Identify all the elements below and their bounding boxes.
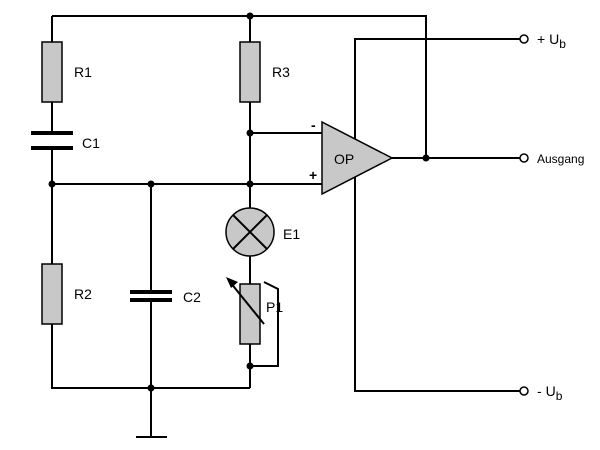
op-amp [321,120,394,196]
capacitor-c2 [130,290,172,302]
junction-dot [246,12,254,20]
label-c2: C2 [183,289,201,305]
junction-dot [246,362,254,370]
terminal-output [519,153,529,163]
resistor-r2 [41,263,63,325]
resistor-r3 [239,41,261,103]
label-e1: E1 [283,226,300,242]
junction-dot [48,180,56,188]
label-op: OP [334,151,354,167]
junction-dot [147,180,155,188]
label-supply-plus: + Ub [537,31,566,51]
label-output: Ausgang [537,152,584,166]
junction-dot [246,180,254,188]
label-c1: C1 [82,135,100,151]
opamp-inverting-sign: - [311,117,316,133]
junction-dot [147,384,155,392]
label-p1: P1 [266,299,283,315]
label-r1: R1 [74,64,92,80]
junctions [48,12,430,392]
label-r2: R2 [74,286,92,302]
opamp-noninverting-sign: + [309,167,317,183]
label-supply-minus: - Ub [537,383,563,403]
capacitor-c1 [31,131,73,150]
resistor-r1 [41,41,63,103]
potentiometer-arrow [226,277,265,325]
terminal-supply-minus [519,386,529,396]
terminal-supply-plus [519,34,529,44]
junction-dot [422,154,430,162]
label-r3: R3 [272,64,290,80]
lamp-e1 [225,207,275,257]
junction-dot [246,129,254,137]
